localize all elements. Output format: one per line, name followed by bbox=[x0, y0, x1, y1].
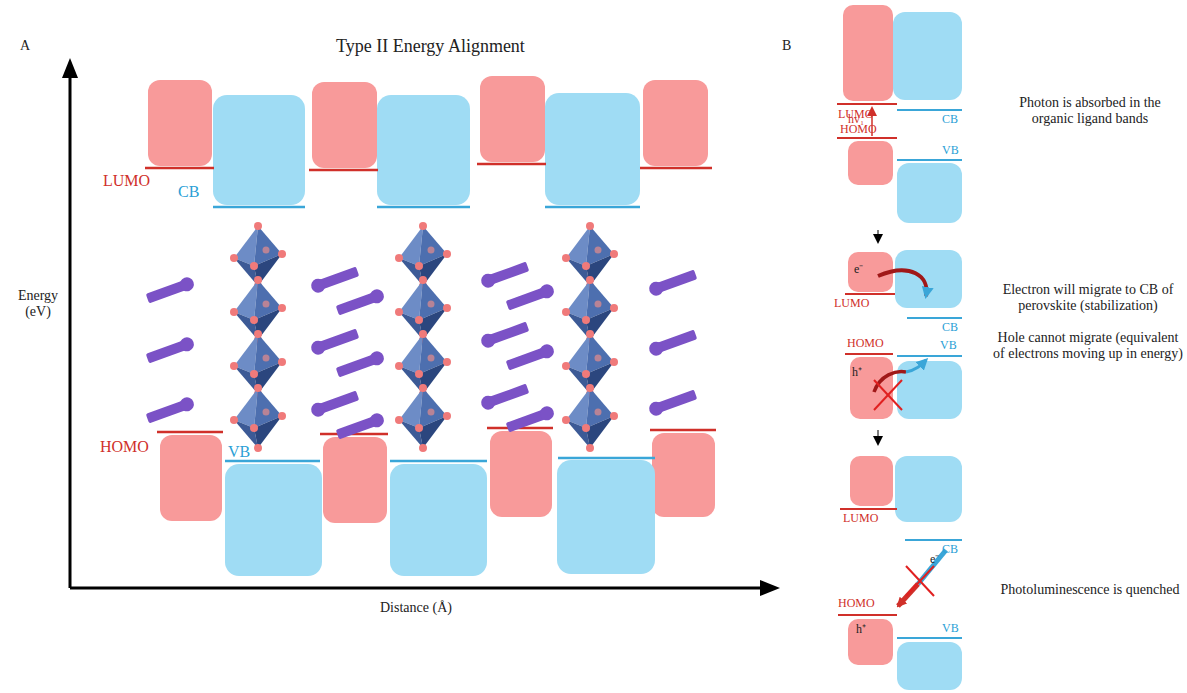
level-label: LUMO bbox=[103, 172, 150, 190]
level-label: CB bbox=[178, 183, 199, 201]
level-label: VB bbox=[940, 339, 957, 353]
axis-label: Energy (eV) bbox=[12, 288, 64, 320]
level-label: VB bbox=[942, 144, 959, 158]
level-label: CB bbox=[942, 321, 958, 335]
level-label: LUMO bbox=[834, 297, 869, 311]
step-text: Electron will migrate to CB of perovskit… bbox=[993, 282, 1183, 314]
level-label: HOMO bbox=[847, 337, 884, 351]
step-text: Photon is absorbed in the organic ligand… bbox=[1000, 95, 1180, 127]
level-label: VB bbox=[228, 443, 250, 461]
charge-label: e⁻ bbox=[854, 263, 863, 277]
level-label: LUMO bbox=[843, 512, 878, 526]
level-label: CB bbox=[942, 543, 958, 557]
panel-letter: B bbox=[782, 38, 791, 54]
level-label: CB bbox=[942, 113, 958, 127]
level-label: HOMO bbox=[838, 597, 875, 611]
step-text: Hole cannot migrate (equivalent of elect… bbox=[993, 330, 1183, 362]
level-label: HOMO bbox=[840, 123, 877, 137]
diagram-title: Type II Energy Alignment bbox=[336, 36, 525, 57]
level-label: VB bbox=[942, 622, 959, 636]
charge-label: h⁺ bbox=[852, 366, 862, 380]
axis-label: Distance (Å) bbox=[380, 600, 452, 616]
step-text: Photoluminescence is quenched bbox=[1000, 582, 1180, 598]
charge-label: h⁺ bbox=[856, 623, 866, 637]
charge-label: e⁻ bbox=[930, 553, 939, 567]
level-label: HOMO bbox=[100, 438, 149, 456]
panel-letter: A bbox=[20, 38, 30, 54]
